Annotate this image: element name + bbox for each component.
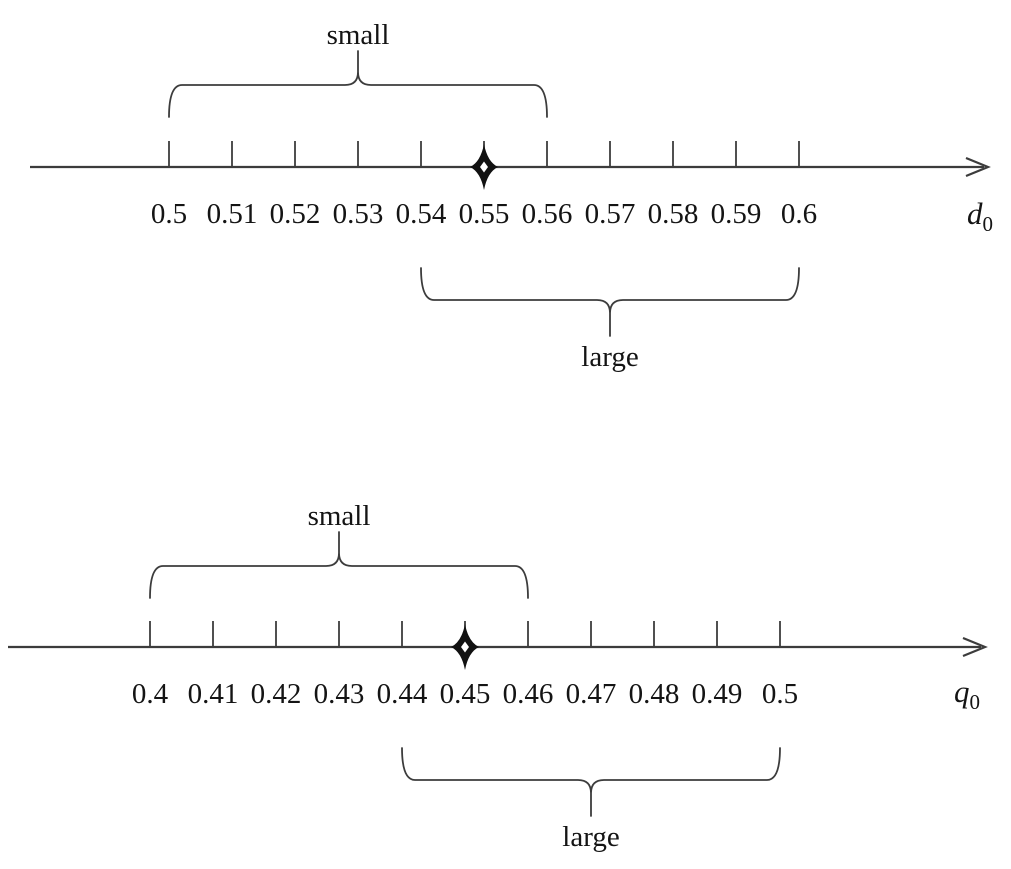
q0-number-line: 0.4 0.41 0.42 0.43 0.44 0.45 0.46 0.47 0.48 0.49 0…	[8, 500, 988, 853]
axis-arrow-icon	[962, 636, 988, 658]
tick-label: 0.6	[781, 198, 817, 230]
brace-label-small: small	[308, 500, 371, 532]
brace-label-large: large	[562, 821, 619, 853]
under-brace	[420, 267, 800, 337]
tick-label: 0.53	[333, 198, 384, 230]
tick-label: 0.42	[251, 678, 302, 710]
star-marker-center	[461, 641, 469, 653]
axis-label: d0	[967, 196, 993, 236]
brace-label-large: large	[581, 341, 638, 373]
d0-number-line: 0.5 0.51 0.52 0.53 0.54 0.55 0.56 0.57 0.58 0.59 0…	[30, 19, 993, 373]
tick-label: 0.5	[762, 678, 798, 710]
axis-arrow-icon	[965, 156, 991, 178]
star-marker	[470, 144, 498, 190]
tick-label: 0.58	[648, 198, 699, 230]
tick-label: 0.51	[207, 198, 258, 230]
star-marker-center	[480, 161, 488, 173]
tick-label: 0.54	[396, 198, 447, 230]
over-brace	[149, 531, 529, 599]
star-marker	[451, 624, 479, 670]
tick-label: 0.5	[151, 198, 187, 230]
tick-label: 0.46	[503, 678, 554, 710]
tick-label: 0.44	[377, 678, 428, 710]
under-brace	[401, 747, 781, 817]
tick-label: 0.41	[188, 678, 239, 710]
axis-label: q0	[954, 674, 980, 714]
tick-label: 0.57	[585, 198, 636, 230]
tick-label: 0.43	[314, 678, 365, 710]
tick-label: 0.48	[629, 678, 680, 710]
tick-label: 0.45	[440, 678, 491, 710]
axis-label-base: q	[954, 674, 970, 709]
tick-label: 0.52	[270, 198, 321, 230]
tick-label: 0.47	[566, 678, 617, 710]
over-brace	[168, 50, 548, 118]
axis-label-subscript: 0	[970, 690, 981, 714]
tick-label: 0.56	[522, 198, 573, 230]
tick-label: 0.4	[132, 678, 169, 710]
axis-label-base: d	[967, 196, 983, 231]
tick-label: 0.49	[692, 678, 743, 710]
tick-label: 0.59	[711, 198, 762, 230]
brace-label-small: small	[327, 19, 390, 51]
axis-label-subscript: 0	[983, 212, 994, 236]
tick-label: 0.55	[459, 198, 510, 230]
